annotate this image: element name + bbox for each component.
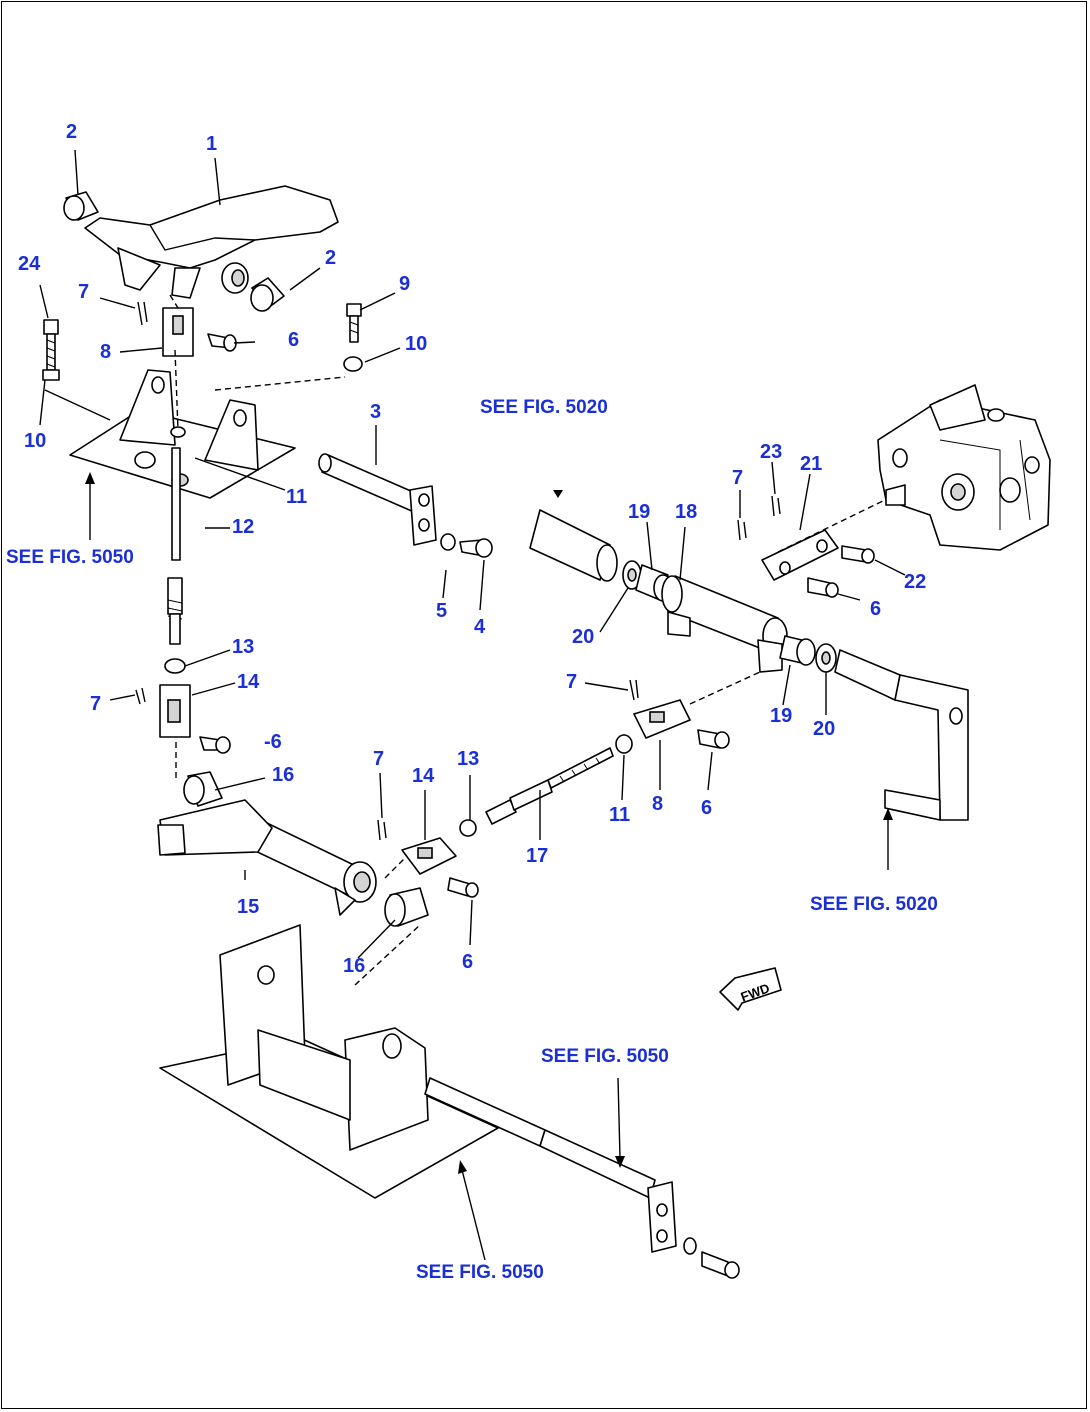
callout-14b: 14	[412, 765, 435, 787]
callout-6b: -6	[264, 731, 282, 753]
callout-20a: 20	[572, 626, 594, 648]
callout-14a: 14	[237, 671, 260, 693]
callout-21: 21	[800, 453, 822, 475]
callout-24: 24	[18, 253, 41, 275]
callout-2a: 2	[66, 121, 77, 143]
clevis-8-top	[162, 307, 194, 357]
pin-6-middle	[447, 877, 479, 898]
callout-6c: 6	[462, 951, 473, 973]
bolt-9	[343, 303, 363, 372]
rod-12	[167, 447, 183, 645]
callout-17: 17	[526, 845, 548, 867]
callout-7b: 7	[90, 693, 101, 715]
callout-23: 23	[760, 441, 782, 463]
callout-7d: 7	[566, 671, 577, 693]
callouts: 1 2 2 24 7 9 6 8 10 3 10 11 12 5 4 13 14…	[18, 121, 926, 977]
washer-5	[440, 533, 456, 551]
cotter-pin-7c	[377, 819, 387, 841]
callout-6d: 6	[701, 797, 712, 819]
callout-7e: 7	[732, 467, 743, 489]
ref-5050-bottom: SEE FIG. 5050	[416, 1262, 544, 1283]
shaft-right-segment	[834, 649, 901, 701]
lever-21	[761, 529, 839, 581]
callout-16b: 16	[343, 955, 365, 977]
clevis-14-left	[159, 684, 191, 738]
leader-24	[44, 389, 111, 421]
callout-9: 9	[399, 273, 410, 295]
pin-6-left	[199, 736, 231, 754]
callout-18: 18	[675, 501, 697, 523]
reference-arrows	[85, 472, 893, 1261]
callout-16a: 16	[272, 764, 294, 786]
rod-3	[318, 453, 437, 546]
callout-6a: 6	[288, 329, 299, 351]
callout-8b: 8	[652, 793, 663, 815]
callout-22: 22	[904, 571, 926, 593]
callout-1: 1	[206, 133, 217, 155]
ref-5020-top: SEE FIG. 5020	[480, 397, 608, 418]
bracket-right	[884, 674, 969, 821]
callout-10b: 10	[405, 333, 427, 355]
callout-19b: 19	[770, 705, 792, 727]
shaft-left-segment	[529, 509, 618, 582]
callout-11b: 11	[609, 804, 630, 826]
callout-13a: 13	[232, 636, 254, 658]
pedal	[84, 185, 339, 299]
bolt-24	[42, 319, 60, 381]
callout-7a: 7	[78, 281, 89, 303]
callout-10a: 10	[24, 430, 46, 452]
pin-6-middle-right	[697, 729, 730, 749]
cotter-pin-7e	[737, 519, 747, 541]
base-bracket	[159, 924, 499, 1199]
callout-5: 5	[436, 600, 447, 622]
pin-6-right	[807, 577, 839, 598]
shaft-18	[661, 575, 788, 673]
leader-lines	[39, 149, 906, 986]
callout-12: 12	[232, 516, 254, 538]
cotter-pin-7b	[135, 687, 146, 705]
bushing-2-left	[63, 191, 99, 221]
nut-13b	[459, 819, 477, 837]
callout-11a: 11	[286, 486, 307, 508]
leader-top	[169, 294, 346, 431]
rod-bottom	[424, 1077, 740, 1279]
ref-5020-right: SEE FIG. 5020	[810, 894, 938, 915]
fwd-arrow: FWD	[719, 967, 782, 1011]
pin-4	[459, 538, 493, 558]
bushing-2-right	[250, 277, 285, 312]
nut-13a	[164, 658, 186, 674]
callout-3: 3	[370, 401, 381, 423]
cotter-pin-7d	[629, 679, 639, 701]
lever-assembly-15	[157, 799, 377, 916]
callout-20b: 20	[813, 718, 835, 740]
nut-11-middle	[615, 734, 633, 754]
callout-4: 4	[474, 616, 486, 638]
ref-5050-left: SEE FIG. 5050	[6, 547, 134, 568]
reference-labels: SEE FIG. 5020 SEE FIG. 5050 SEE FIG. 502…	[6, 397, 938, 1283]
callout-7c: 7	[373, 748, 384, 770]
callout-19a: 19	[628, 501, 650, 523]
cotter-pin-23	[771, 495, 781, 517]
callout-2b: 2	[325, 247, 336, 269]
ref-5050-mid: SEE FIG. 5050	[541, 1046, 669, 1067]
control-valve	[877, 384, 1051, 551]
clevis-8-middle	[633, 699, 691, 739]
rod-17	[485, 747, 614, 825]
collar-19-right	[779, 635, 816, 666]
spacer-20-right	[815, 643, 837, 673]
callout-15: 15	[237, 896, 259, 918]
callout-13b: 13	[457, 748, 479, 770]
pedal-bracket	[69, 369, 296, 499]
clevis-14-middle	[401, 837, 457, 875]
pin-22	[841, 545, 875, 564]
bushing-16-top	[183, 771, 223, 807]
bushing-16-bottom	[384, 887, 429, 927]
callout-6e: 6	[870, 598, 881, 620]
callout-8a: 8	[100, 341, 111, 363]
cotter-pin-7a	[137, 301, 148, 326]
pin-6-top	[207, 333, 237, 352]
